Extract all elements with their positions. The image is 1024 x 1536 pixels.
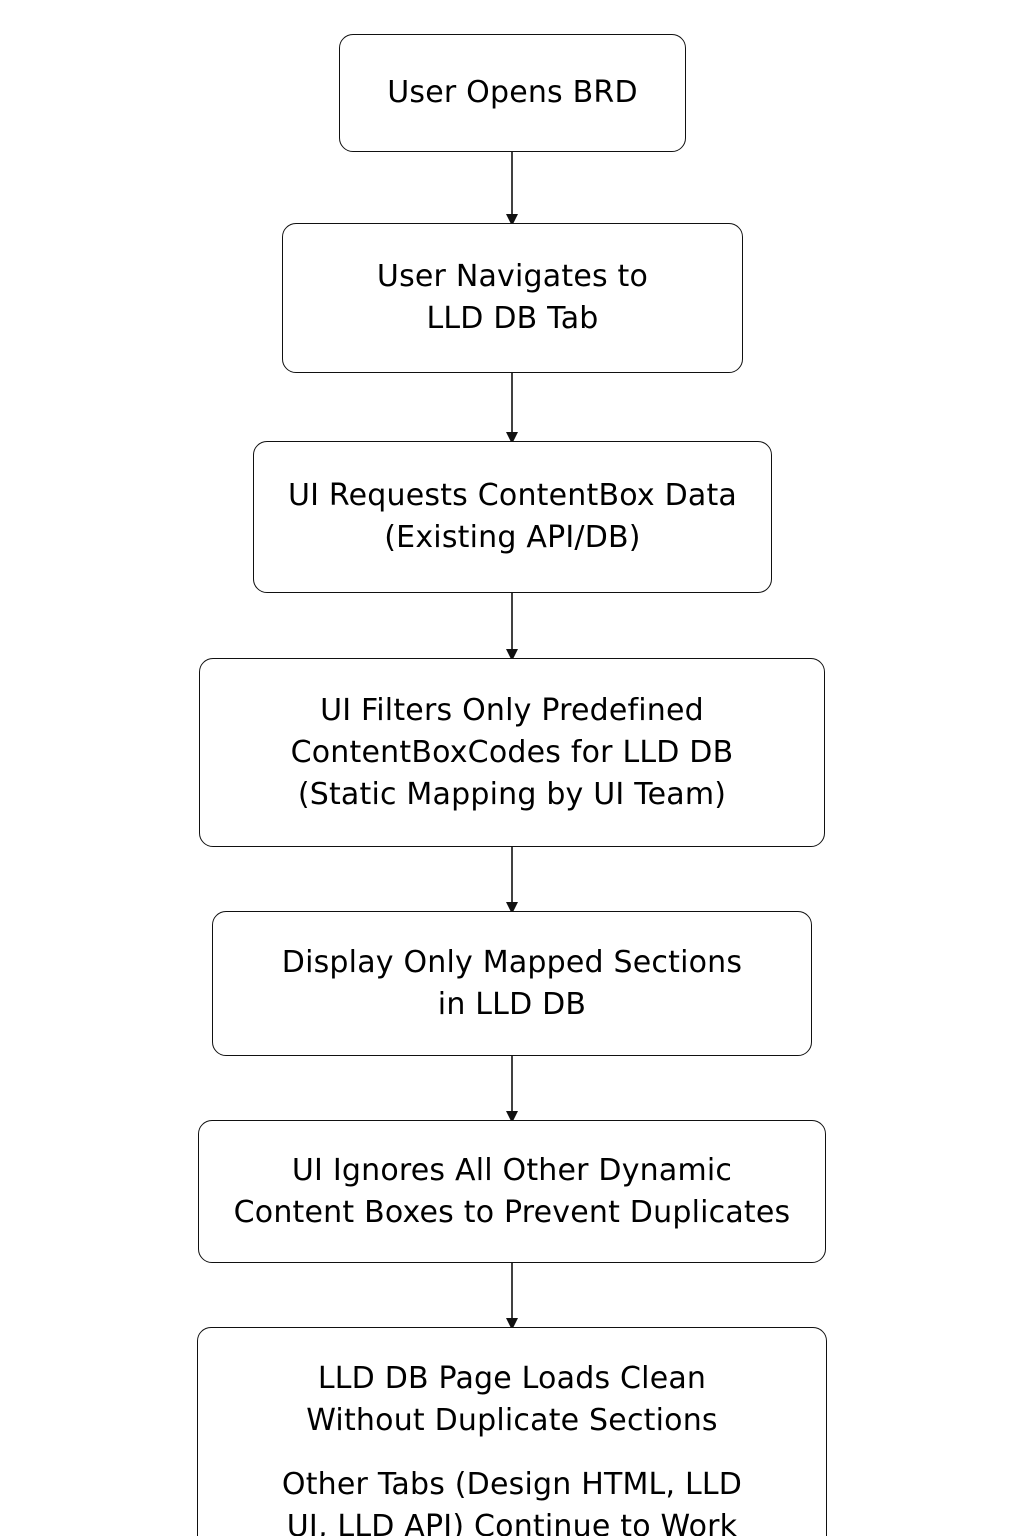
step-7-line-4: UI, LLD API) Continue to Work [286, 1509, 738, 1536]
step-ignore-dynamic-boxes: UI Ignores All Other Dynamic Content Box… [198, 1120, 826, 1263]
step-7-line-1: LLD DB Page Loads Clean [317, 1361, 707, 1396]
step-4-line-1: UI Filters Only Predefined [320, 692, 704, 728]
step-request-contentbox-data: UI Requests ContentBox Data (Existing AP… [253, 441, 772, 593]
step-display-mapped-sections: Display Only Mapped Sections in LLD DB [212, 911, 812, 1056]
step-5-line-2: in LLD DB [437, 986, 587, 1022]
step-2-line-1: User Navigates to [376, 259, 649, 294]
step-user-opens-brd: User Opens BRD [339, 34, 686, 152]
step-7-line-2: Without Duplicate Sections [306, 1403, 718, 1438]
step-4-line-3: (Static Mapping by UI Team) [297, 776, 727, 812]
step-page-loads-clean: LLD DB Page Loads Clean Without Duplicat… [197, 1327, 827, 1536]
step-6-line-1: UI Ignores All Other Dynamic [291, 1152, 733, 1188]
step-filter-predefined-codes: UI Filters Only Predefined ContentBoxCod… [199, 658, 825, 847]
step-2-line-2: LLD DB Tab [426, 301, 599, 336]
step-navigate-lld-db-tab: User Navigates to LLD DB Tab [282, 223, 743, 373]
step-1-line-1: User Opens BRD [387, 75, 638, 110]
step-7-line-3: Other Tabs (Design HTML, LLD [281, 1467, 743, 1502]
step-3-line-2: (Existing API/DB) [384, 520, 641, 555]
step-4-line-2: ContentBoxCodes for LLD DB [290, 734, 734, 770]
step-3-line-1: UI Requests ContentBox Data [287, 478, 737, 513]
step-5-line-1: Display Only Mapped Sections [281, 944, 743, 980]
step-6-line-2: Content Boxes to Prevent Duplicates [233, 1194, 791, 1230]
